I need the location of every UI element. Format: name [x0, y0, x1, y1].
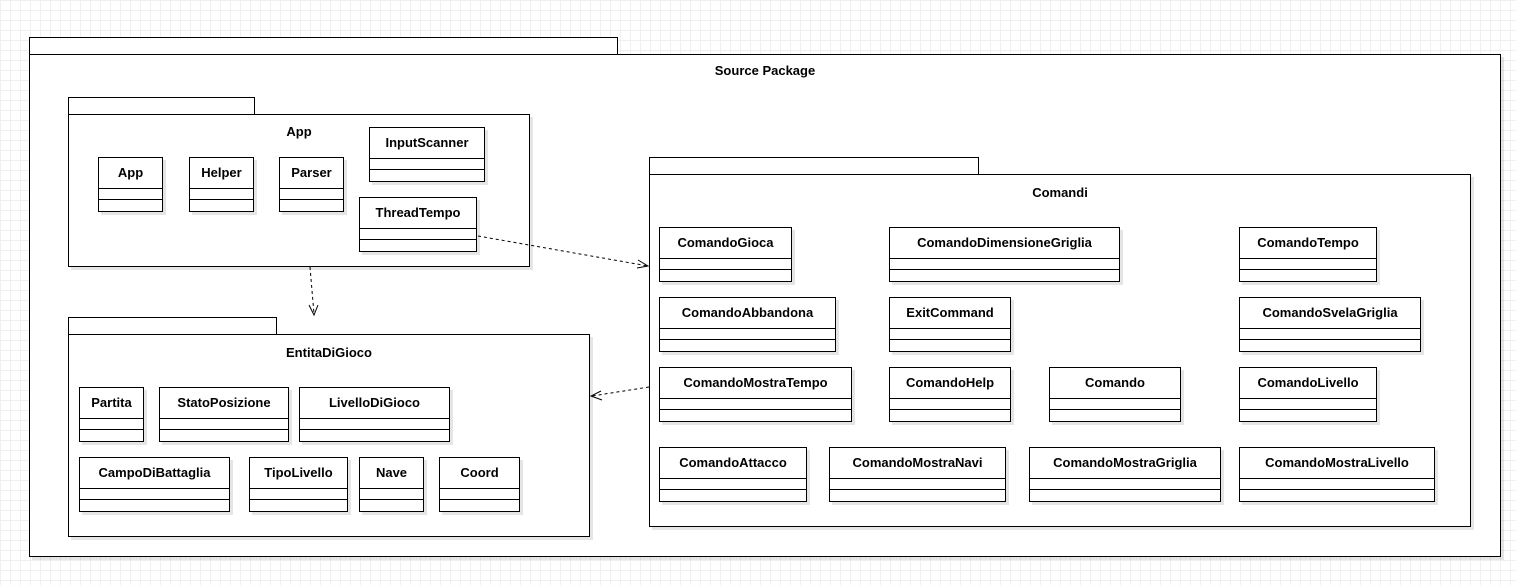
- class-name: StatoPosizione: [177, 395, 271, 410]
- class-comandoattacco[interactable]: ComandoAttacco: [659, 447, 807, 502]
- class-name: ComandoAttacco: [679, 455, 787, 470]
- source-package-title: Source Package: [714, 63, 816, 78]
- class-comando[interactable]: Comando: [1049, 367, 1181, 422]
- class-name: ComandoAbbandona: [681, 305, 814, 320]
- source-package-tab: [29, 37, 618, 55]
- class-name: ComandoHelp: [905, 375, 995, 390]
- class-name: TipoLivello: [264, 465, 333, 480]
- class-name: ComandoMostraLivello: [1265, 455, 1409, 470]
- class-name: CampoDiBattaglia: [98, 465, 211, 480]
- class-comandodimensionegriglia[interactable]: ComandoDimensioneGriglia: [889, 227, 1120, 282]
- class-name: ComandoMostraNavi: [852, 455, 983, 470]
- class-exitcommand[interactable]: ExitCommand: [889, 297, 1011, 352]
- class-name: Parser: [291, 165, 332, 180]
- class-name: Comando: [1085, 375, 1145, 390]
- class-comandosvelagriglia[interactable]: ComandoSvelaGriglia: [1239, 297, 1421, 352]
- entita-package-tab: [68, 317, 277, 335]
- class-name: App: [117, 165, 144, 180]
- class-threadtempo[interactable]: ThreadTempo: [359, 197, 477, 252]
- class-name: ComandoDimensioneGriglia: [917, 235, 1092, 250]
- class-name: Partita: [91, 395, 132, 410]
- class-name: ComandoMostraGriglia: [1053, 455, 1197, 470]
- comandi-package-tab: [649, 157, 979, 175]
- class-name: ComandoGioca: [677, 235, 774, 250]
- class-campodibattaglia[interactable]: CampoDiBattaglia: [79, 457, 230, 512]
- class-comandohelp[interactable]: ComandoHelp: [889, 367, 1011, 422]
- class-livellodigioco[interactable]: LivelloDiGioco: [299, 387, 450, 442]
- class-name: ComandoLivello: [1257, 375, 1359, 390]
- class-name: InputScanner: [385, 135, 469, 150]
- app-package-title: App: [286, 124, 312, 139]
- class-name: Nave: [375, 465, 408, 480]
- class-name: ThreadTempo: [375, 205, 461, 220]
- class-comandotempo[interactable]: ComandoTempo: [1239, 227, 1377, 282]
- class-name: ComandoSvelaGriglia: [1262, 305, 1398, 320]
- class-name: ComandoMostraTempo: [683, 375, 828, 390]
- class-comandomostragriglia[interactable]: ComandoMostraGriglia: [1029, 447, 1221, 502]
- class-comandomostranavi[interactable]: ComandoMostraNavi: [829, 447, 1006, 502]
- class-comandogioca[interactable]: ComandoGioca: [659, 227, 792, 282]
- class-name: Coord: [460, 465, 499, 480]
- class-tipolivello[interactable]: TipoLivello: [249, 457, 348, 512]
- comandi-package-title: Comandi: [1032, 185, 1088, 200]
- class-comandomostratempo[interactable]: ComandoMostraTempo: [659, 367, 852, 422]
- class-name: LivelloDiGioco: [328, 395, 420, 410]
- class-nave[interactable]: Nave: [359, 457, 424, 512]
- class-helper[interactable]: Helper: [189, 157, 254, 212]
- class-app[interactable]: App: [98, 157, 163, 212]
- class-name: ComandoTempo: [1257, 235, 1359, 250]
- class-statoposizione[interactable]: StatoPosizione: [159, 387, 289, 442]
- class-parser[interactable]: Parser: [279, 157, 344, 212]
- class-name: Helper: [201, 165, 242, 180]
- entita-package-title: EntitaDiGioco: [286, 345, 372, 360]
- class-comandoabbandona[interactable]: ComandoAbbandona: [659, 297, 836, 352]
- class-partita[interactable]: Partita: [79, 387, 144, 442]
- class-comandomostralivello[interactable]: ComandoMostraLivello: [1239, 447, 1435, 502]
- app-package-tab: [68, 97, 255, 115]
- class-coord[interactable]: Coord: [439, 457, 520, 512]
- class-comandolivello[interactable]: ComandoLivello: [1239, 367, 1377, 422]
- class-name: ExitCommand: [906, 305, 994, 320]
- class-inputscanner[interactable]: InputScanner: [369, 127, 485, 182]
